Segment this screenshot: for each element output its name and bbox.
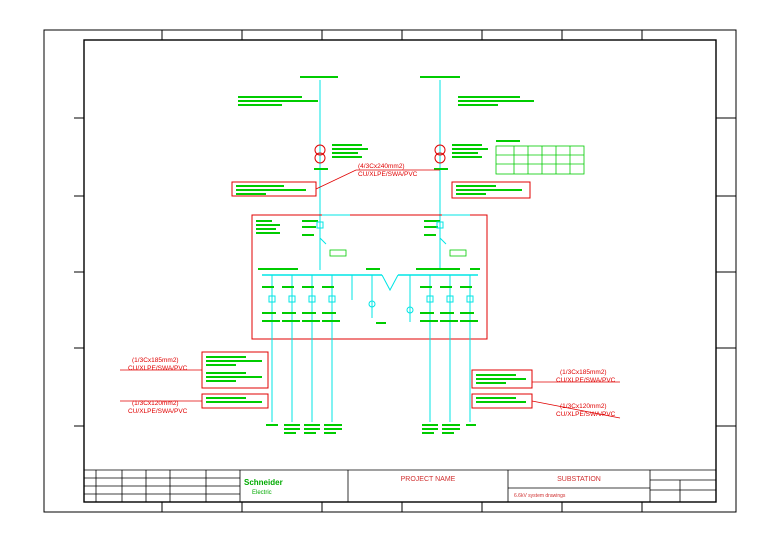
cable-leader-lines (120, 169, 621, 419)
cable-label-left-lower: (1/3Cx120mm2) CU/XLPE/SWA/PVC (128, 400, 188, 415)
incomer-annotations (238, 76, 534, 106)
feeder-end-labels (266, 424, 476, 434)
drawing-title: 6.6kV system drawings (514, 493, 566, 499)
substation-name: SUBSTATION (557, 476, 601, 483)
incomer-breakers (316, 214, 470, 245)
transformer-right (434, 144, 446, 164)
cable-label-top-line1: (4/3Cx240mm2) (358, 163, 405, 170)
cable-label-right-lower: (1/3Cx120mm2) CU/XLPE/SWA/PVC (556, 403, 616, 418)
cable-label-top: (4/3Cx240mm2) CU/XLPE/SWA/PVC (358, 163, 418, 178)
logo-text-line2: Electric (252, 490, 272, 496)
feeder-annotations (262, 286, 478, 324)
cable-label-right-upper-line1: (1/3Cx185mm2) (560, 369, 607, 376)
cable-label-top-line2: CU/XLPE/SWA/PVC (358, 171, 418, 178)
cable-label-left-upper: (1/3Cx185mm2) CU/XLPE/SWA/PVC (128, 357, 188, 372)
outgoing-feeders (268, 274, 474, 422)
drawing-frame (43, 29, 737, 513)
cable-label-right-lower-line2: CU/XLPE/SWA/PVC (556, 411, 616, 418)
cable-label-right-lower-line1: (1/3Cx120mm2) (560, 403, 607, 410)
cable-label-left-lower-line2: CU/XLPE/SWA/PVC (128, 408, 188, 415)
switchgear-enclosure (251, 214, 488, 340)
cable-label-left-lower-line1: (1/3Cx120mm2) (132, 400, 179, 407)
schneider-logo: Schneider Electric (244, 478, 283, 496)
transformer-annotations (314, 144, 488, 170)
cable-label-left-upper-line1: (1/3Cx185mm2) (132, 357, 179, 364)
switchgear-annotations (256, 220, 480, 270)
cable-tag-text-marks (206, 185, 526, 403)
logo-text-line1: Schneider (244, 478, 283, 487)
transformer-data-table (495, 140, 585, 175)
title-block (84, 469, 716, 502)
cable-label-left-upper-line2: CU/XLPE/SWA/PVC (128, 365, 188, 372)
cable-label-right-upper-line2: CU/XLPE/SWA/PVC (556, 377, 616, 384)
cable-label-right-upper: (1/3Cx185mm2) CU/XLPE/SWA/PVC (556, 369, 616, 384)
transformer-left (314, 144, 326, 164)
project-name: PROJECT NAME (401, 476, 456, 483)
